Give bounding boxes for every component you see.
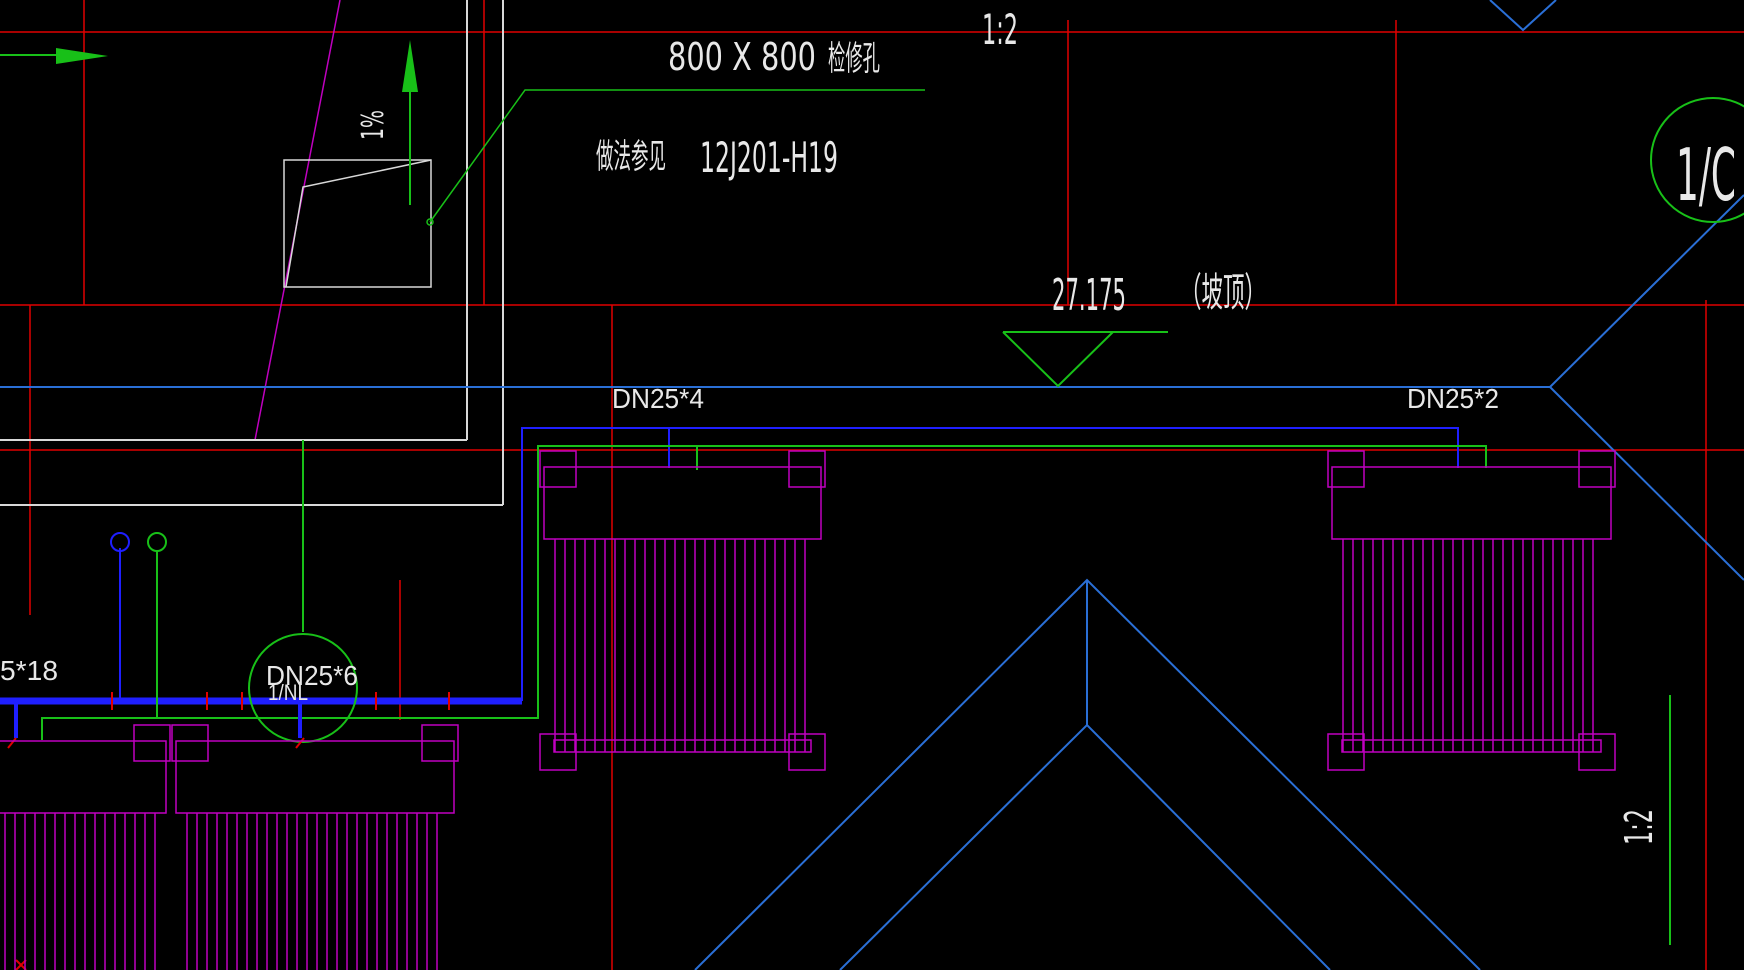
branch-small-label: 1/NL — [268, 680, 308, 705]
collector-unit-d — [171, 724, 459, 970]
pipe-c-label: DN25*6 — [266, 660, 358, 691]
access-opening — [283, 159, 432, 288]
method-ref-label: 做法参见 — [596, 137, 666, 177]
pipe-a-label: DN25*4 — [612, 383, 704, 414]
top-ridge-mark — [1489, 0, 1557, 32]
leader-dot — [426, 218, 434, 226]
collector-unit-b — [1327, 450, 1616, 771]
valve-red-marks — [7, 737, 305, 970]
pipe-ticks — [111, 692, 450, 710]
opening-leader-line — [429, 89, 925, 223]
pipe-tag-bubble — [248, 633, 358, 743]
opening-name-label: 检修孔 — [828, 39, 880, 79]
walls — [0, 0, 504, 506]
method-code-label: 12J201-H19 — [700, 133, 838, 182]
grid-bubble-label: 1/C — [1676, 133, 1736, 217]
slope-arrows — [0, 40, 418, 205]
equipment-units — [0, 450, 1616, 970]
return-pipe — [41, 440, 1671, 945]
elevation-label: 27.175 — [1052, 270, 1126, 321]
supply-pipe — [521, 427, 1459, 701]
collector-unit-c — [0, 724, 171, 970]
slope-percent-label: 1% — [356, 110, 391, 140]
opening-size-label: 800 X 800 — [668, 35, 816, 79]
pipe-d-label: 5*18 — [0, 655, 58, 686]
roof-ridges — [0, 194, 1744, 970]
pipe-b-label: DN25*2 — [1407, 383, 1499, 414]
risers — [110, 532, 167, 700]
collector-unit-a — [539, 450, 826, 771]
grid-bubble-circle — [1650, 97, 1744, 223]
elevation-marker — [1002, 331, 1168, 388]
valve-marks — [14, 701, 302, 738]
elevation-note-label: （坡顶） — [1180, 270, 1266, 316]
ratio-top-label: 1:2 — [982, 5, 1018, 54]
ratio-right-label: 1:2 — [1617, 809, 1661, 845]
